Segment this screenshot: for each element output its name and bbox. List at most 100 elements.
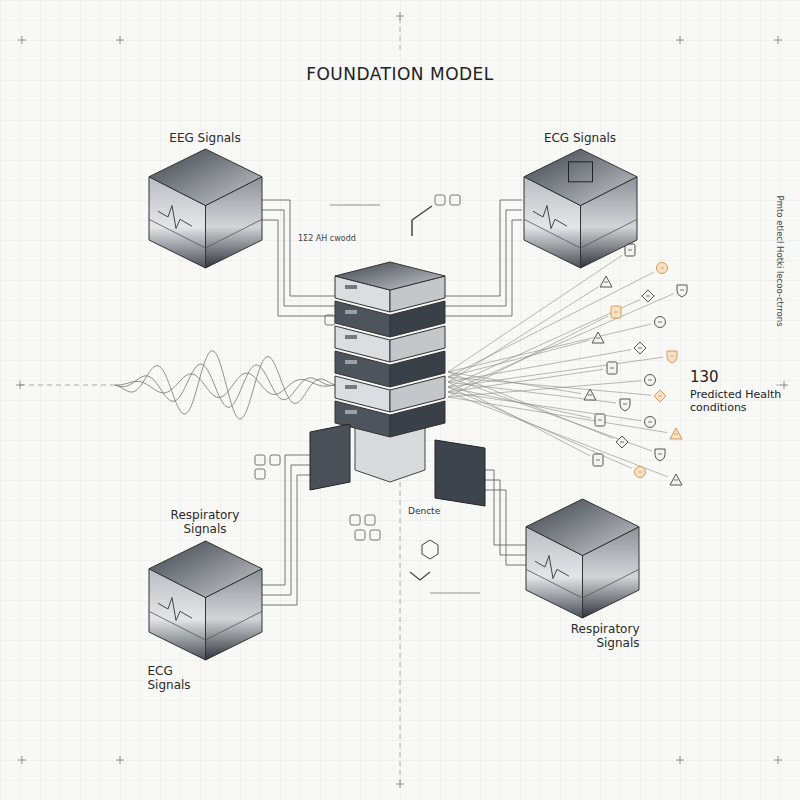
prediction-line	[448, 357, 663, 387]
cube-signal-trace	[158, 597, 192, 620]
condition-icon-dot	[657, 263, 668, 274]
condition-icon-box	[607, 362, 617, 374]
output-label: Predicted Health conditions	[690, 388, 794, 414]
stack-top	[335, 262, 445, 290]
signal-source: Respiratory Signals	[525, 498, 640, 654]
prediction-line	[448, 397, 667, 433]
small-symbol	[270, 455, 280, 465]
tick-mark	[774, 756, 782, 764]
foundation-model-stack	[310, 262, 485, 506]
signal-wave	[115, 364, 335, 407]
condition-icon-mark	[610, 368, 614, 369]
signal-wire	[485, 470, 526, 545]
condition-icon	[600, 276, 612, 287]
cube-fill-level	[526, 569, 639, 598]
signal-source: EEG Signals	[148, 128, 263, 269]
margin-note: Pmto etlecl Hotki lecoo-ctrrons	[775, 181, 785, 341]
condition-icon	[584, 389, 596, 400]
tick-mark	[780, 381, 788, 389]
chevron-symbol	[412, 206, 432, 236]
condition-icon	[611, 306, 621, 318]
signal-wire	[262, 465, 310, 595]
signal-cube	[148, 148, 263, 269]
diagram-title: FOUNDATION MODEL	[0, 64, 800, 84]
cube-inner-block	[568, 162, 592, 182]
cube-signal-trace	[158, 206, 192, 229]
signal-wire	[445, 210, 522, 306]
tick-mark	[676, 36, 684, 44]
tick-mark	[396, 12, 404, 20]
stack-layer-slot	[345, 335, 357, 339]
small-symbols	[255, 195, 480, 593]
signal-wire	[262, 200, 335, 296]
condition-icon-mark	[648, 422, 652, 423]
stack-layer-slot	[345, 385, 357, 389]
small-symbol	[355, 315, 365, 325]
condition-icon-shield	[620, 399, 630, 411]
hexagon-symbol	[422, 540, 438, 559]
stack-layer-slot	[345, 410, 357, 414]
signal-wire	[485, 480, 526, 555]
condition-icon-shield	[655, 449, 665, 461]
cube-top-face	[524, 149, 637, 206]
condition-icon	[595, 414, 605, 426]
axis-lines	[16, 12, 788, 788]
condition-icon-dot	[655, 317, 666, 328]
tick-mark	[18, 756, 26, 764]
signal-wire	[262, 475, 310, 605]
prediction-line	[448, 272, 654, 377]
prediction-line	[448, 381, 641, 397]
small-symbol	[325, 315, 335, 325]
prediction-line	[448, 324, 651, 372]
leader-line	[430, 593, 480, 594]
condition-icon-mark	[620, 442, 624, 443]
condition-icon-mark	[674, 434, 678, 435]
annotation-text: 1Σ2 AH cwodd	[298, 234, 368, 244]
condition-icon-mark	[623, 404, 627, 405]
annotation-text: Dencte	[408, 506, 468, 517]
prediction-line	[448, 382, 590, 456]
cube-top-face	[149, 541, 262, 598]
condition-icon-mark	[674, 480, 678, 481]
condition-icon-mark	[604, 282, 608, 283]
condition-icon-mark	[660, 268, 664, 269]
tick-mark	[116, 756, 124, 764]
leader-line	[330, 205, 380, 206]
small-symbol	[370, 530, 380, 540]
condition-icon	[645, 417, 656, 428]
condition-icon	[655, 449, 665, 461]
signal-waves	[115, 351, 335, 419]
signal-cube	[523, 148, 638, 269]
condition-icon-triangle	[600, 276, 612, 287]
tick-mark	[16, 381, 24, 389]
condition-icon	[657, 263, 668, 274]
output-label: 130	[690, 368, 750, 386]
side-panel	[310, 424, 350, 490]
side-panel	[435, 440, 485, 506]
small-symbol	[350, 515, 360, 525]
condition-icon-dot	[645, 417, 656, 428]
condition-icon	[670, 428, 682, 439]
condition-icon-dot	[635, 467, 646, 478]
signal-wire	[445, 200, 522, 296]
prediction-line	[448, 377, 652, 451]
condition-icon-mark	[646, 296, 650, 297]
prediction-line	[448, 392, 641, 421]
condition-icon-mark	[658, 322, 662, 323]
condition-icon-box	[593, 454, 603, 466]
small-symbol	[355, 530, 365, 540]
condition-icon	[645, 375, 656, 386]
small-symbol	[450, 195, 460, 205]
condition-icon-mark	[648, 380, 652, 381]
condition-icon	[654, 390, 666, 402]
condition-icon-mark	[680, 290, 684, 291]
condition-icon	[592, 332, 604, 343]
signal-wires	[262, 200, 526, 605]
small-symbol	[340, 315, 350, 325]
condition-icon-mark	[614, 312, 618, 313]
condition-icon-mark	[658, 454, 662, 455]
condition-icon	[655, 317, 666, 328]
condition-icon-mark	[598, 420, 602, 421]
